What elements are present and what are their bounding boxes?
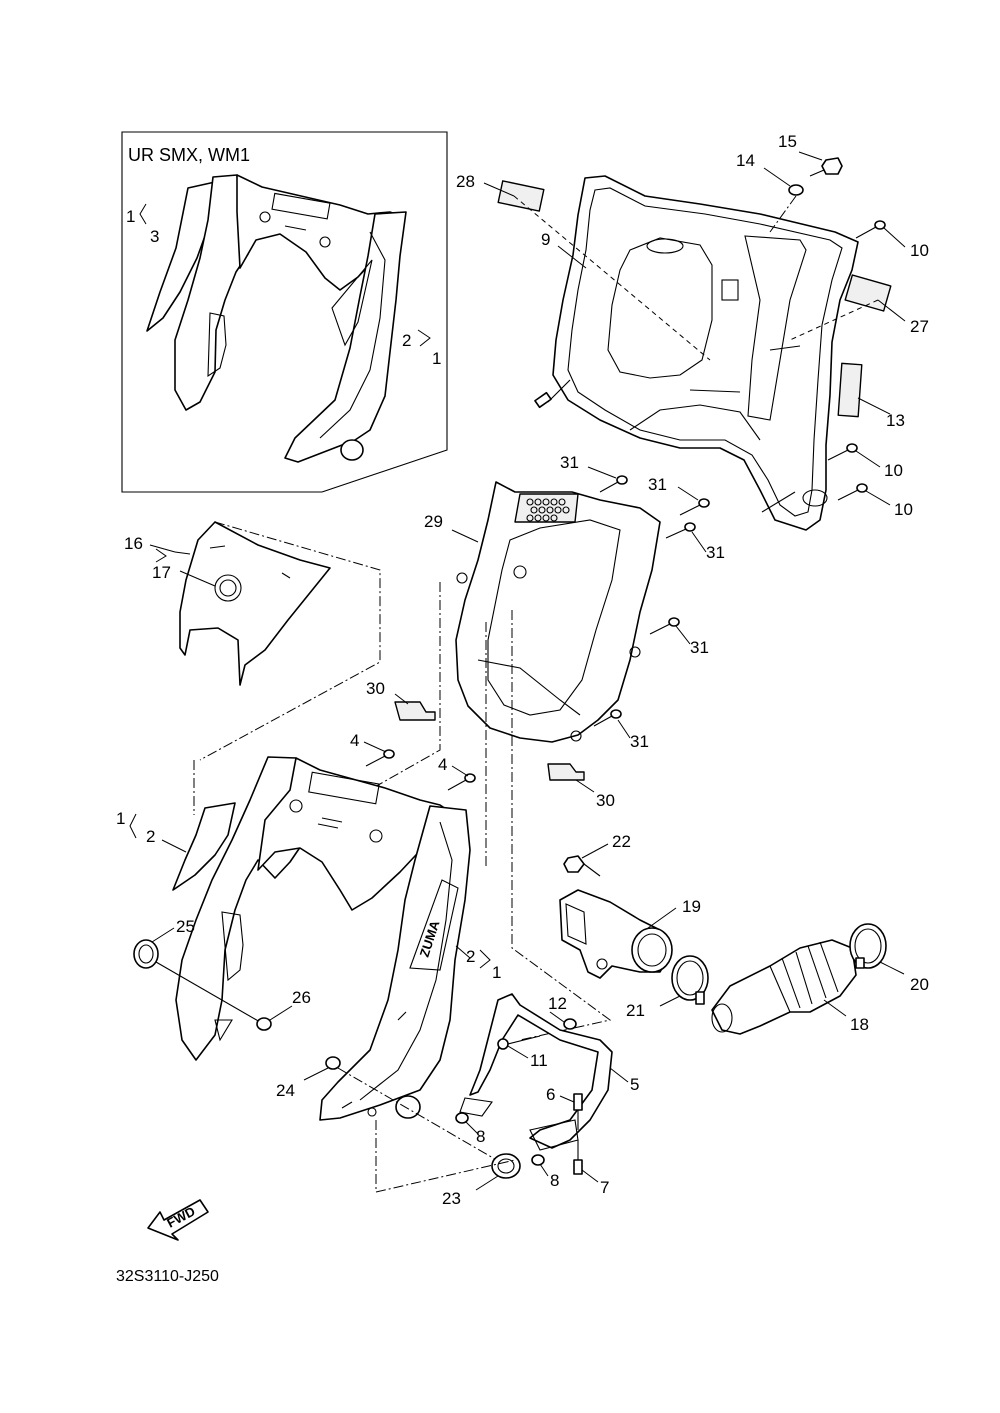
- grommet-25: [133, 939, 261, 1023]
- bracket-5: [469, 993, 613, 1149]
- callout: 31: [690, 638, 709, 657]
- callout: 15: [778, 132, 797, 151]
- screw-31c: [665, 522, 696, 539]
- screw-10a: [855, 220, 886, 239]
- callout: 7: [600, 1178, 609, 1197]
- callout: 26: [292, 988, 311, 1007]
- callout: 30: [366, 679, 385, 698]
- main-top-bridge: [257, 757, 456, 911]
- callout: 31: [648, 475, 667, 494]
- screw-31d: [649, 617, 680, 635]
- callout: 20: [910, 975, 929, 994]
- callout: 28: [456, 172, 475, 191]
- callout: 3: [150, 227, 159, 246]
- callout: 8: [550, 1171, 559, 1190]
- grommet-23: [491, 1153, 521, 1179]
- callout: 12: [548, 994, 567, 1013]
- callout: 1: [116, 809, 125, 828]
- inset-frame: [121, 131, 448, 493]
- bolt-11: [497, 1035, 541, 1050]
- washer-8a: [455, 1112, 469, 1124]
- bolt-7: [573, 1140, 583, 1175]
- honeycomb-vent: [526, 498, 570, 522]
- callout: 1: [126, 207, 135, 226]
- callout: 25: [176, 917, 195, 936]
- label-27: [844, 274, 892, 312]
- callout: 18: [850, 1015, 869, 1034]
- nut-24: [325, 1056, 341, 1070]
- callout: 2: [402, 331, 411, 350]
- inset-title: UR SMX, WM1: [128, 145, 250, 165]
- callout: 4: [438, 755, 447, 774]
- callout: 21: [626, 1001, 645, 1020]
- callout: 31: [630, 732, 649, 751]
- callout: 27: [910, 317, 929, 336]
- callout: 29: [424, 512, 443, 531]
- screw-31b: [679, 498, 710, 516]
- callout: 5: [630, 1075, 639, 1094]
- callout: 10: [894, 500, 913, 519]
- screw-10b: [827, 443, 858, 461]
- callout: 10: [884, 461, 903, 480]
- inset-right-panel: [284, 211, 407, 463]
- callout: 19: [682, 897, 701, 916]
- screw-15: [809, 157, 843, 177]
- callout: 1: [492, 963, 501, 982]
- callout: 8: [476, 1127, 485, 1146]
- callout: 22: [612, 832, 631, 851]
- callout: 10: [910, 241, 929, 260]
- callout: 23: [442, 1189, 461, 1208]
- callout: 9: [541, 230, 550, 249]
- callout: 1: [432, 349, 441, 368]
- clip-30a: [394, 701, 436, 721]
- diagram-code: 32S3110-J250: [116, 1268, 219, 1285]
- label-13: [837, 362, 863, 418]
- main-right-panel: [319, 805, 471, 1121]
- inner-box-outer: [552, 175, 859, 531]
- nut-12: [563, 1018, 577, 1030]
- callout: 14: [736, 151, 755, 170]
- callout: 17: [152, 563, 171, 582]
- callout: 24: [276, 1081, 295, 1100]
- screw-31a: [599, 475, 628, 493]
- inner-frame: [455, 481, 661, 743]
- callout: 30: [596, 791, 615, 810]
- clamp-21: [671, 955, 709, 1005]
- callout: 2: [146, 827, 155, 846]
- callout: 31: [706, 543, 725, 562]
- clamp-20: [849, 923, 887, 969]
- hose-18: [711, 939, 857, 1035]
- label-28: [497, 180, 545, 212]
- callout: 6: [546, 1085, 555, 1104]
- screw-4a: [365, 749, 395, 767]
- callout: 31: [560, 453, 579, 472]
- callout: 13: [886, 411, 905, 430]
- screw-31e: [593, 709, 622, 727]
- washer-14: [788, 184, 804, 196]
- callout: 4: [350, 731, 359, 750]
- inset-top-bridge: [236, 174, 406, 291]
- callout: 16: [124, 534, 143, 553]
- main-decal: [172, 802, 236, 891]
- screw-10c: [837, 483, 868, 501]
- clip-30b: [547, 763, 585, 781]
- callout: 11: [530, 1051, 548, 1070]
- front-cover: [179, 521, 331, 686]
- screw-4b: [447, 773, 476, 791]
- bolt-22: [563, 855, 601, 877]
- callouts: 1 3 2 1 28 15 14 9 10 27 13 10 10 16 17 …: [116, 132, 929, 1208]
- washer-8b: [531, 1154, 545, 1166]
- fwd-arrow-icon: FWD: [147, 1199, 209, 1241]
- nut-26: [256, 1017, 272, 1031]
- callout: 2: [466, 947, 475, 966]
